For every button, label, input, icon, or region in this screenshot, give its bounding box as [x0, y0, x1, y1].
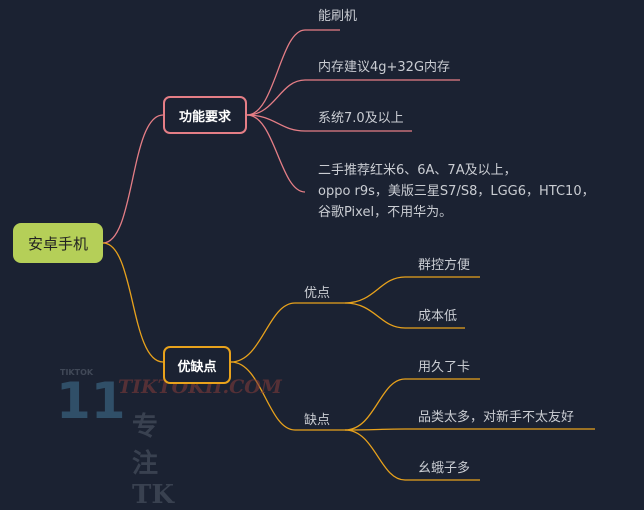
leaf-pros-low-cost[interactable]: 成本低 [418, 309, 458, 324]
leaf-cons-too-many-models[interactable]: 品类太多，对新手不太友好 [418, 410, 575, 425]
leaf-cons-issues[interactable]: 幺蛾子多 [418, 461, 471, 476]
leaf-recommended-line-1: 二手推荐红米6、6A、7A及以上， [318, 163, 517, 178]
connector-pros-item1 [344, 276, 480, 304]
connector-root-functional [102, 114, 164, 244]
leaf-system-version[interactable]: 系统7.0及以上 [318, 111, 404, 126]
watermark-number: 11 [56, 372, 126, 430]
leaf-pros-group-control[interactable]: 群控方便 [418, 258, 471, 273]
leaf-cons-laggy[interactable]: 用久了卡 [418, 360, 471, 375]
connector-functional-leaf2 [246, 79, 460, 116]
connector-proscons-cons [230, 361, 345, 431]
connector-functional-leaf1 [246, 29, 340, 116]
connector-cons-item2 [344, 428, 595, 431]
connector-proscons-pros [230, 302, 345, 363]
connector-pros-item2 [344, 302, 465, 329]
branch-pros-cons[interactable]: 优缺点 [163, 346, 231, 384]
root-node[interactable]: 安卓手机 [13, 223, 103, 263]
watermark-top-text: TIKTOK [60, 368, 94, 377]
leaf-can-flash[interactable]: 能刷机 [318, 9, 358, 24]
leaf-recommended-line-2: oppo r9s，美版三星S7/S8，LGG6，HTC10， [318, 184, 595, 199]
leaf-recommended-line-3: 谷歌Pixel，不用华为。 [318, 205, 453, 220]
mindmap-connectors [102, 29, 595, 481]
connector-functional-leaf3 [246, 114, 412, 132]
watermark-brand: TIKTOKII.COM [118, 376, 282, 398]
watermark-cn: 专注TK [132, 412, 174, 510]
branch-functional-requirements[interactable]: 功能要求 [163, 96, 247, 134]
connector-cons-item3 [344, 429, 480, 481]
connector-root-proscons [102, 242, 164, 363]
connector-cons-item1 [344, 378, 480, 431]
connector-functional-leaf4 [246, 114, 306, 193]
sub-pros[interactable]: 优点 [304, 286, 331, 301]
sub-cons[interactable]: 缺点 [304, 413, 331, 428]
leaf-memory[interactable]: 内存建议4g+32G内存 [318, 60, 451, 75]
leaf-recommended-models[interactable]: 二手推荐红米6、6A、7A及以上， oppo r9s，美版三星S7/S8，LGG… [318, 160, 595, 223]
